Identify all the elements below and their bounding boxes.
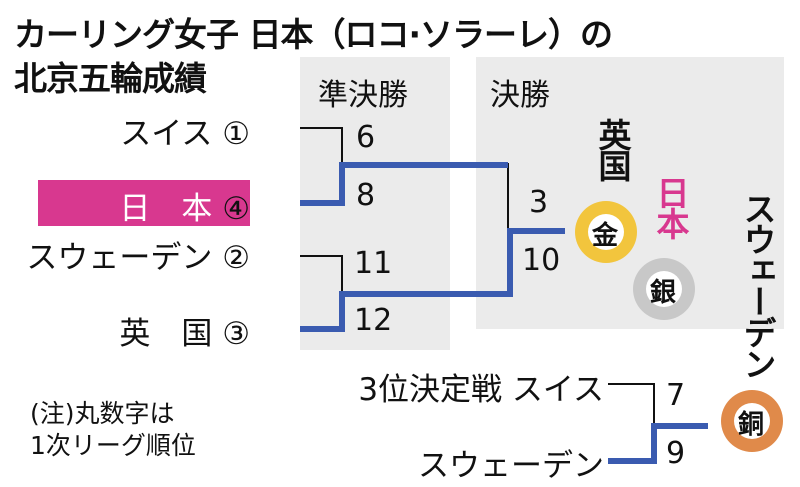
title-line-2: 北京五輪成績: [14, 59, 207, 98]
line-britain-win: [300, 228, 565, 332]
final-panel: [476, 57, 784, 329]
final-score-japan: 3: [529, 185, 549, 220]
japan-highlight: [38, 180, 250, 226]
final-header: 決勝: [490, 78, 550, 113]
seed-2: ②: [222, 240, 250, 276]
team-switzerland: スイス ①: [120, 116, 250, 152]
line-japan-win: [300, 162, 508, 206]
bronze-label: 銅: [738, 410, 765, 440]
third-place-top: 3位決定戦 スイス: [358, 372, 604, 408]
gold-team: 英国: [593, 118, 632, 180]
silver-team: 日本: [651, 176, 690, 238]
note: (注)丸数字は 1次リーグ順位: [30, 399, 196, 460]
score-switzerland: 6: [356, 120, 376, 155]
title-line-1: カーリング女子 日本（ロコ·ソラーレ）の: [14, 15, 613, 54]
seed-4: ④: [222, 191, 250, 227]
third-place-bottom: スウェーデン: [418, 448, 604, 484]
line-sweden-bronze-win: [608, 423, 708, 464]
gold-label: 金: [592, 221, 619, 251]
final-score-britain: 10: [522, 243, 561, 278]
bronze-team: スウェーデン: [738, 192, 777, 378]
third-place-label: 3位決定戦: [358, 372, 503, 408]
semifinal-header: 準決勝: [318, 78, 408, 113]
score-japan: 8: [356, 178, 376, 213]
silver-label: 銀: [650, 278, 677, 308]
score-britain: 12: [354, 303, 393, 338]
score-sweden: 11: [354, 246, 393, 281]
team-japan: 日 本 ④: [119, 191, 250, 227]
line-sweden-semi: [300, 255, 343, 293]
seed-3: ③: [222, 316, 250, 352]
bronze-score-switzerland: 7: [666, 378, 686, 413]
team-sweden: スウェーデン ②: [26, 240, 250, 276]
seed-1: ①: [222, 116, 250, 152]
bronze-score-sweden: 9: [666, 436, 686, 471]
line-switzerland-bronze: [608, 383, 655, 424]
team-britain: 英 国 ③: [119, 316, 250, 352]
line-switzerland-semi: [300, 127, 343, 162]
